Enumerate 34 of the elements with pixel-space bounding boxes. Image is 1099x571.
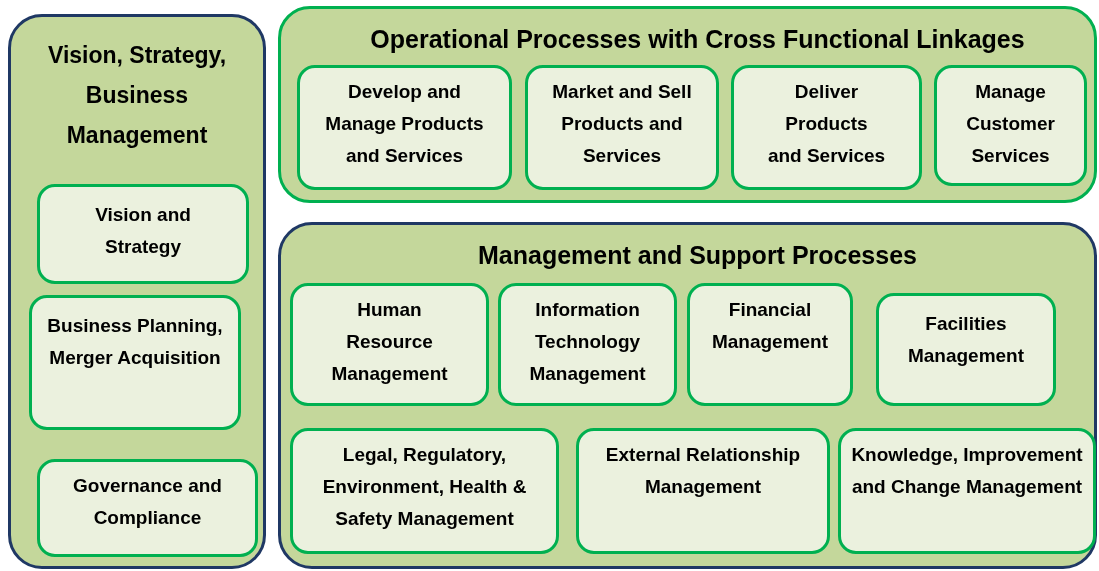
process-box <box>576 428 830 554</box>
process-box <box>731 65 922 190</box>
process-group <box>278 6 1097 203</box>
process-label: Human Resource Management <box>330 298 449 386</box>
process-box <box>525 65 719 190</box>
process-label: Facilities Management <box>906 312 1026 368</box>
process-box <box>37 459 258 557</box>
process-box <box>37 184 249 284</box>
group-title: Vision, Strategy, Business Management <box>46 41 228 150</box>
process-box <box>29 295 241 430</box>
process-box <box>876 293 1056 406</box>
process-box <box>290 428 559 554</box>
process-label: Information Technology Management <box>528 298 647 386</box>
process-label: External Relationship Management <box>604 443 802 499</box>
process-label: Legal, Regulatory, Environment, Health & Safety Management <box>321 443 528 531</box>
process-label: Develop and Manage Products and Services <box>324 80 485 168</box>
process-label: Financial Management <box>710 298 830 354</box>
group-title: Management and Support Processes <box>477 240 918 271</box>
process-box <box>934 65 1087 186</box>
process-box <box>290 283 489 406</box>
process-box <box>838 428 1096 554</box>
process-label: Manage Customer Services <box>965 80 1056 168</box>
process-label: Governance and Compliance <box>72 474 223 530</box>
process-label: Knowledge, Improvement and Change Management <box>850 443 1084 499</box>
process-group <box>278 222 1097 569</box>
process-label: Deliver Products and Services <box>766 80 887 168</box>
process-label: Market and Sell Products and Services <box>551 80 693 168</box>
process-group <box>8 14 266 569</box>
process-label: Business Planning, Merger Acquisition <box>46 314 224 370</box>
process-box <box>687 283 853 406</box>
process-box <box>297 65 512 190</box>
process-box <box>498 283 677 406</box>
process-label: Vision and Strategy <box>94 203 192 259</box>
group-title: Operational Processes with Cross Functional Linkages <box>369 24 1026 55</box>
